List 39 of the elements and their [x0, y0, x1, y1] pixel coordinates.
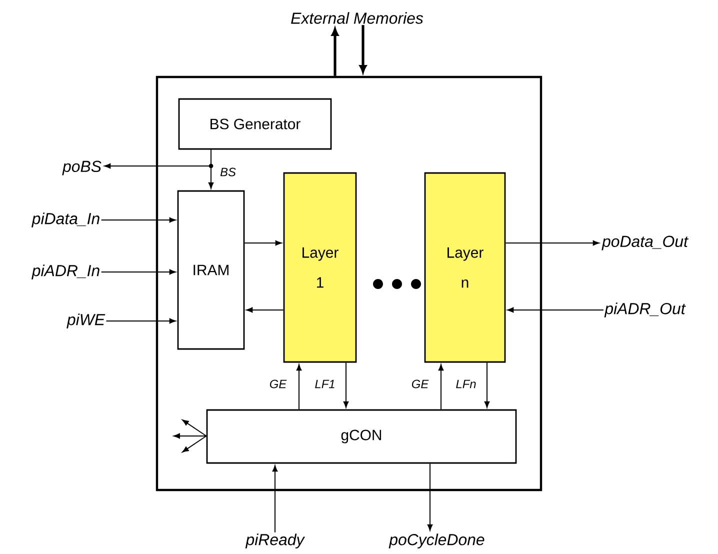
arrow — [182, 420, 207, 436]
arrow — [505, 240, 600, 246]
arrow — [104, 149, 212, 169]
signal-label: piADR_In — [32, 264, 100, 280]
arrow — [182, 436, 207, 452]
arrow — [331, 28, 339, 76]
arrow — [100, 269, 176, 275]
edge-label: GE — [270, 380, 287, 388]
edge-label: LF1 — [315, 380, 334, 388]
signal-label: piReady — [245, 534, 306, 548]
memory-box: IRAM — [177, 190, 245, 350]
edge-label: BS — [220, 168, 236, 176]
layer-box: Layer n — [424, 172, 506, 363]
arrow — [359, 25, 367, 73]
arrow — [272, 465, 278, 533]
signal-label: poData_Out — [602, 236, 689, 250]
arrow — [296, 364, 302, 410]
signal-label: External Memories — [291, 12, 424, 24]
arrow — [507, 307, 604, 313]
arrow — [246, 307, 284, 313]
arrow — [174, 433, 207, 439]
signal-label: piWE — [66, 314, 106, 328]
arrow — [427, 463, 433, 531]
arrow — [438, 364, 444, 410]
arrow — [343, 362, 349, 408]
edge-label: GE — [412, 380, 429, 388]
process-box: BS Generator — [178, 98, 332, 150]
signal-label: piData_In — [32, 212, 100, 228]
layer-box: Layer 1 — [283, 172, 357, 363]
controller-box: gCON — [206, 409, 517, 464]
system-box — [156, 76, 542, 492]
arrow — [244, 240, 282, 246]
edge-label: LFn — [456, 380, 476, 388]
signal-label: piADR_Out — [604, 302, 686, 318]
arrow — [484, 362, 490, 408]
signal-label: poCycleDone — [388, 534, 484, 548]
signal-label: poBS — [62, 160, 102, 176]
arrow — [100, 217, 176, 223]
arrow — [106, 318, 176, 324]
